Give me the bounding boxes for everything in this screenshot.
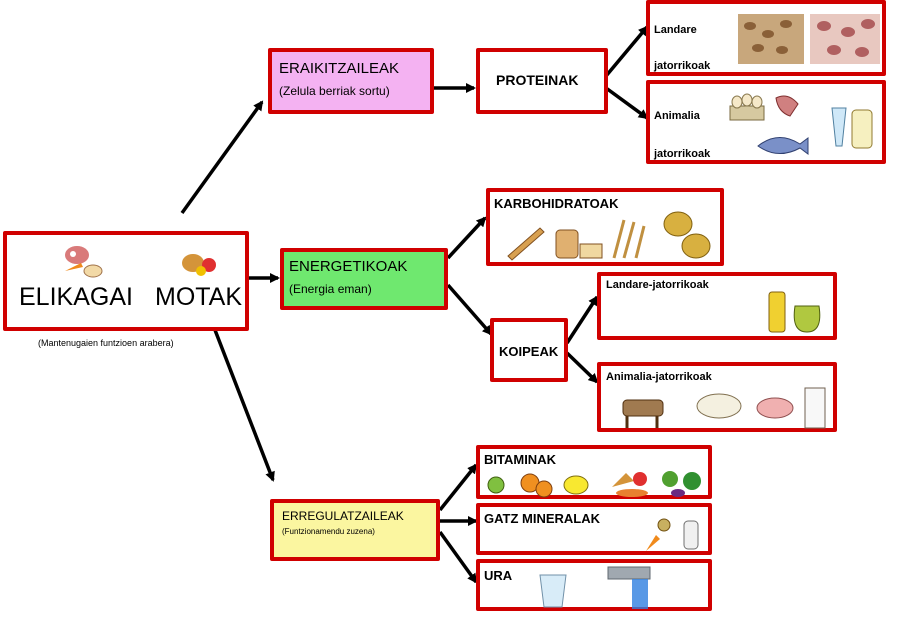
arrow-erreg-bitaminak	[438, 463, 478, 512]
energetikoak-subtitle: (Energia eman)	[289, 282, 372, 296]
prot-landare-line1: Landare	[654, 24, 697, 36]
energetikoak-title: ENERGETIKOAK	[289, 258, 408, 275]
prot-landare-box: Landare jatorrikoak	[646, 0, 886, 76]
oil-bottles-icon	[768, 291, 821, 333]
erregulatzaileak-subtitle: (Funtzionamendu zuzena)	[282, 527, 375, 536]
vegetables-salt-icon	[646, 518, 699, 551]
erregulatzaileak-title: ERREGULATZAILEAK	[282, 509, 404, 523]
karbohidratoak-box: KARBOHIDRATOAK	[486, 188, 724, 266]
arrow-root-erregulatzaileak	[213, 329, 275, 482]
koipe-landare-box: Landare-jatorrikoak	[597, 272, 837, 340]
root-word-1: ELIKAGAI	[19, 283, 133, 311]
koipe-landare-title: Landare-jatorrikoak	[606, 279, 709, 291]
meat-carrot-icon	[65, 246, 103, 278]
prot-animalia-line2: jatorrikoak	[654, 148, 711, 160]
water-glass-tap-icon	[539, 566, 651, 609]
energetikoak-box: ENERGETIKOAK (Energia eman)	[280, 248, 448, 310]
proteinak-box: PROTEINAK	[476, 48, 608, 114]
prot-landare-line2: jatorrikoak	[654, 60, 711, 72]
koipe-animalia-box: Animalia-jatorrikoak	[597, 362, 837, 432]
eggs-meat-fish-milk-icon	[729, 93, 873, 155]
bitaminak-title: BITAMINAK	[484, 452, 556, 467]
bitaminak-box: BITAMINAK	[476, 445, 712, 499]
legumes-icon	[738, 14, 880, 64]
eraikitzaileak-box: ERAIKITZAILEAK (Zelula berriak sortu)	[268, 48, 434, 114]
arrow-prot-landare	[604, 25, 649, 78]
karbohidratoak-title: KARBOHIDRATOAK	[494, 196, 619, 211]
root-word-2: MOTAK	[155, 283, 243, 311]
koipe-animalia-title: Animalia-jatorrikoak	[606, 371, 712, 383]
ura-title: URA	[484, 568, 513, 583]
prot-animalia-box: Animalia jatorrikoak	[646, 80, 886, 164]
arrow-energ-karbo	[446, 216, 487, 260]
chicken-fruit-icon	[182, 254, 216, 276]
gatz-mineralak-box: GATZ MINERALAK	[476, 503, 712, 555]
arrow-root-eraikitzaileak	[180, 100, 264, 215]
fruit-veg-icon	[487, 471, 701, 498]
koipeak-title: KOIPEAK	[499, 344, 559, 359]
eraikitzaileak-subtitle: (Zelula berriak sortu)	[279, 84, 390, 98]
animals-milk-icon	[622, 387, 826, 429]
arrow-prot-animalia	[604, 86, 649, 120]
arrow-erreg-ura	[438, 530, 478, 584]
erregulatzaileak-box: ERREGULATZAILEAK (Funtzionamendu zuzena)	[270, 499, 440, 561]
root-caption: (Mantenugaien funtzioen arabera)	[38, 338, 174, 348]
arrow-koipe-landare	[565, 295, 599, 344]
proteinak-title: PROTEINAK	[496, 72, 579, 88]
gatz-mineralak-title: GATZ MINERALAK	[484, 511, 601, 526]
arrow-koipe-animalia	[565, 351, 599, 384]
eraikitzaileak-title: ERAIKITZAILEAK	[279, 60, 400, 77]
bread-grain-potato-icon	[507, 211, 711, 261]
root-box: ELIKAGAI MOTAK	[3, 231, 249, 331]
koipeak-box: KOIPEAK	[490, 318, 568, 382]
arrow-energ-koipeak	[446, 283, 493, 336]
ura-box: URA	[476, 559, 712, 611]
prot-animalia-line1: Animalia	[654, 110, 700, 122]
